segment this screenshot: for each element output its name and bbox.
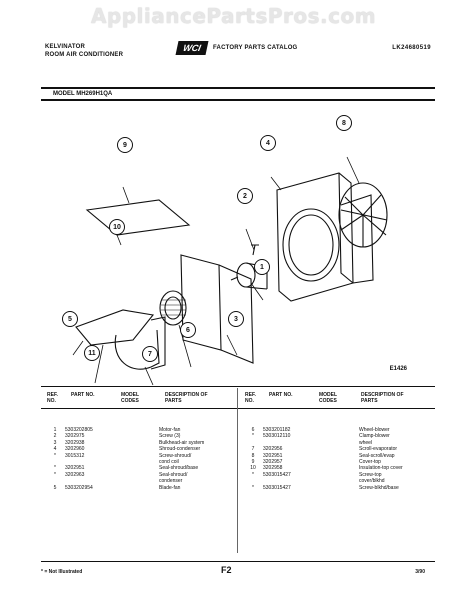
parts-sheet: KELVINATOR ROOM AIR CONDITIONER WCI FACT… — [37, 35, 437, 580]
scroll-evaporator-part — [75, 309, 155, 346]
header-desc-left: DESCRIPTION OF PARTS — [165, 392, 208, 404]
brand-name: KELVINATOR — [45, 44, 86, 50]
page-number: F2 — [221, 565, 232, 575]
callout-4: 4 — [260, 135, 276, 151]
table-header-rule — [41, 408, 435, 409]
header-ref-right: REF. NO. — [245, 392, 256, 404]
wci-logo: WCI — [175, 41, 209, 55]
catalog-code: LK24680519 — [392, 45, 431, 51]
table-row: wheel — [359, 439, 373, 446]
header-logo-block: WCI FACTORY PARTS CATALOG — [175, 41, 298, 55]
header-part-left: PART NO. — [71, 392, 95, 398]
callout-11: 11 — [84, 345, 100, 361]
header-part-right: PART NO. — [269, 392, 293, 398]
callout-7: 7 — [142, 346, 158, 362]
table-row: cond coil — [159, 459, 179, 466]
diagram-code: E1426 — [389, 366, 407, 372]
shroud-part — [276, 172, 354, 302]
model-number: MODEL MH269H1QA — [53, 91, 113, 97]
top-cover-part — [85, 199, 191, 236]
footer-date: 3/90 — [415, 569, 425, 575]
callout-9: 9 — [117, 137, 133, 153]
table-column-divider — [237, 388, 238, 553]
callout-6: 6 — [180, 322, 196, 338]
model-bar: MODEL MH269H1QA — [41, 87, 435, 101]
watermark: AppliancePartsPros.com — [90, 4, 377, 28]
header-ref-left: REF. NO. — [47, 392, 58, 404]
callout-1: 1 — [254, 259, 270, 275]
header-model-right: MODEL CODES — [319, 392, 337, 404]
callout-2: 2 — [237, 188, 253, 204]
table-row: condenser — [159, 478, 183, 485]
brand-block: KELVINATOR ROOM AIR CONDITIONER — [45, 43, 123, 59]
screw-part — [251, 244, 259, 256]
blower-wheel-part — [159, 290, 187, 326]
callout-5-left: 5 — [62, 311, 78, 327]
header-model-left: MODEL CODES — [121, 392, 139, 404]
table-row: cover/blkhd — [359, 478, 385, 485]
footer-note: * = Not Illustrated — [41, 569, 83, 575]
table-top-rule — [41, 386, 435, 387]
callout-8: 8 — [336, 115, 352, 131]
motor-part — [236, 262, 256, 288]
header-desc-right: DESCRIPTION OF PARTS — [361, 392, 404, 404]
callout-3: 3 — [228, 311, 244, 327]
brand-product: ROOM AIR CONDITIONER — [45, 52, 124, 58]
callout-10: 10 — [109, 219, 125, 235]
catalog-title: FACTORY PARTS CATALOG — [213, 45, 298, 51]
exploded-diagram — [72, 156, 388, 386]
footer-rule — [41, 561, 435, 562]
